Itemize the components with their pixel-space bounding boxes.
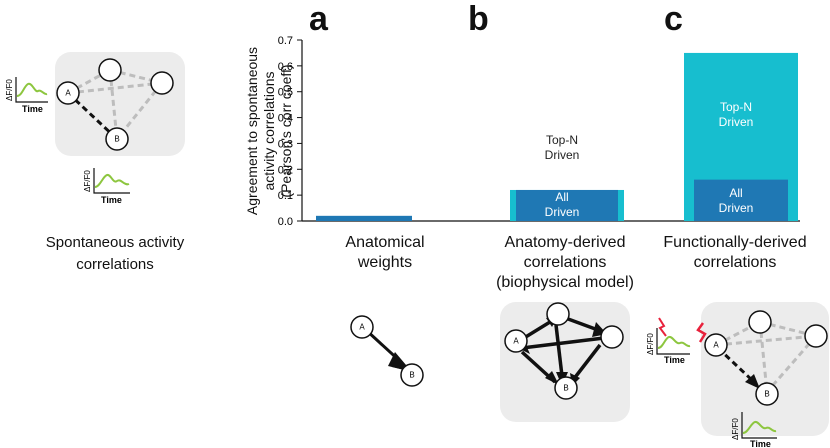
stimulation-bolt-icon (658, 317, 667, 337)
dashed-edge (115, 82, 164, 140)
node-b (400, 363, 424, 387)
node-b-label: B (114, 135, 119, 144)
y-tick-label: 0.2 (278, 164, 293, 176)
y-tick-label: 0.6 (278, 61, 293, 73)
driven-edge-a-b (716, 346, 756, 384)
stimulation-bolt-icon (696, 322, 707, 343)
trace-axes (741, 412, 777, 439)
trace-line (16, 82, 48, 97)
dashed-edge (67, 81, 163, 95)
node-b-label: B (563, 384, 568, 393)
dashed-edge (765, 335, 818, 393)
trace-line (94, 173, 130, 188)
panel-letter-a: a (309, 0, 328, 38)
arrow-head (545, 371, 559, 385)
bar-text-c-top-n: Top-N Driven (718, 100, 754, 129)
bar-text-b-all: All Driven (544, 190, 580, 219)
network-node (748, 310, 772, 334)
left-caption: Spontaneous activity correlations (45, 234, 185, 273)
trace-axes (15, 77, 48, 103)
node-a (504, 329, 528, 353)
trace-xlabel: Time (750, 439, 771, 448)
network-node (546, 302, 570, 326)
node-a (56, 81, 80, 105)
y-tick-label: 0.5 (278, 87, 293, 99)
bar-all-driven-1 (516, 189, 618, 221)
node-a (704, 333, 728, 357)
bar-text-c-all: All Driven (718, 186, 754, 215)
functionally-derived-schematic: A B (696, 302, 829, 436)
node-a-label: A (65, 89, 71, 98)
trace-line (657, 335, 691, 349)
y-ticks: 0.0 0.1 0.2 0.3 0.4 0.5 0.6 0.7 (278, 35, 302, 228)
node-b-label: B (409, 371, 414, 380)
y-tick-label: 0.1 (278, 190, 293, 202)
network-edge (523, 320, 551, 340)
node-a-label: A (359, 323, 365, 332)
condition-label-anatomy-derived: Anatomy-derived correlations (biophysica… (496, 234, 634, 291)
bar-text-b-top-n: Top-N Driven (544, 133, 580, 162)
network-edge (571, 343, 602, 382)
y-axis-label: Agreement to spontaneous activity correl… (244, 46, 294, 216)
activity-trace-a: Time ΔF/F0 (5, 77, 48, 114)
node-b (554, 376, 578, 400)
spontaneous-network: A B (55, 52, 185, 156)
network-node (150, 71, 174, 95)
node-b (755, 382, 779, 406)
activity-trace-stim: Time ΔF/F0 (646, 317, 691, 365)
anatomy-derived-schematic: A B (500, 302, 630, 422)
node-a-label: A (513, 337, 519, 346)
network-node (804, 324, 828, 348)
activity-trace-b: Time ΔF/F0 (83, 168, 130, 205)
trace-axes (656, 328, 690, 355)
bar-all-driven-2 (694, 179, 788, 221)
bar-all-driven-0 (316, 215, 412, 221)
bar-chart: 0.0 0.1 0.2 0.3 0.4 0.5 0.6 0.7 (278, 35, 800, 228)
trace-ylabel: ΔF/F0 (731, 418, 740, 440)
node-b (105, 127, 129, 151)
y-tick-label: 0.4 (278, 113, 293, 125)
trace-ylabel: ΔF/F0 (646, 333, 655, 355)
activity-trace-driven: Time ΔF/F0 (731, 412, 777, 448)
trace-ylabel: ΔF/F0 (83, 170, 92, 192)
panel-letter-b: b (468, 0, 489, 38)
trace-xlabel: Time (101, 195, 122, 205)
network-node (600, 325, 624, 349)
bars (316, 52, 798, 221)
network-edge (521, 336, 605, 350)
node-b-label: B (764, 390, 769, 399)
condition-label-functional: Functionally-derived correlations (663, 234, 807, 271)
network-node (98, 58, 122, 82)
anatomical-schematic: A B (350, 315, 424, 387)
arrow-head (745, 374, 760, 389)
y-tick-label: 0.3 (278, 138, 293, 150)
network-edge (554, 324, 564, 377)
y-tick-label: 0.0 (278, 216, 293, 228)
condition-label-anatomical: Anatomical weights (345, 234, 425, 271)
y-tick-label: 0.7 (278, 35, 293, 47)
panel-letter-c: c (664, 0, 683, 38)
trace-xlabel: Time (22, 104, 43, 114)
trace-axes (93, 168, 130, 194)
dashed-edge (67, 68, 111, 95)
node-a (350, 315, 374, 339)
network-background (701, 302, 829, 436)
trace-xlabel: Time (664, 355, 685, 365)
node-a-label: A (713, 341, 719, 350)
trace-ylabel: ΔF/F0 (5, 79, 14, 101)
dashed-edge (715, 334, 817, 347)
trace-line (742, 420, 777, 434)
